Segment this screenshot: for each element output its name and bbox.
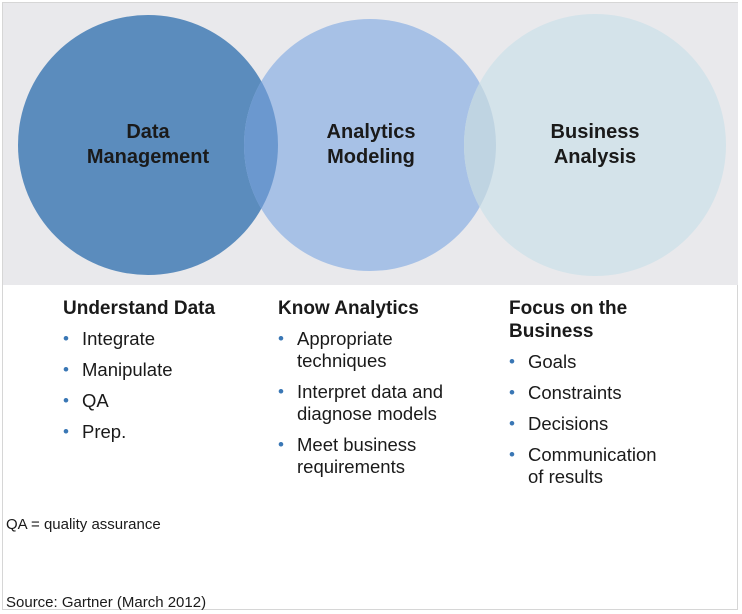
label-line: Analytics — [326, 121, 416, 143]
label-analytics-modeling: Analytics Modeling — [281, 120, 461, 170]
bullet-icon: • — [509, 352, 515, 371]
list-item: • Integrate — [63, 328, 263, 350]
column-understand-data: Understand Data • Integrate • Manipulate •… — [63, 297, 263, 452]
bullet-list: • Goals • Constraints • Decisions • Communic… — [509, 351, 719, 488]
bullet-list: • Integrate • Manipulate • QA • Prep. — [63, 328, 263, 443]
item-text: Interpret data and — [297, 381, 444, 402]
label-business-analysis: Business Analysis — [505, 120, 685, 170]
footnote: QA = quality assurance — [6, 516, 161, 533]
heading-line: Focus on the — [509, 298, 628, 319]
label-line: Modeling — [327, 146, 415, 168]
list-item: • Goals — [509, 351, 719, 373]
item-text: Integrate — [82, 328, 156, 349]
item-text: Meet business — [297, 434, 417, 455]
label-data-management: Data Management — [58, 120, 238, 170]
column-heading: Know Analytics — [278, 297, 493, 320]
column-heading: Focus on the Business — [509, 297, 719, 343]
item-text: Communication — [528, 444, 657, 465]
item-text: requirements — [297, 456, 405, 477]
circle-analytics-modeling — [244, 19, 496, 271]
label-line: Data — [126, 121, 170, 143]
item-text: Manipulate — [82, 359, 173, 380]
bullet-icon: • — [278, 382, 284, 401]
item-text: QA — [82, 390, 109, 411]
column-focus-business: Focus on the Business • Goals • Constraint… — [509, 297, 719, 497]
list-item: • Prep. — [63, 421, 263, 443]
item-text: of results — [528, 466, 604, 487]
column-heading: Understand Data — [63, 297, 263, 320]
heading-line: Know Analytics — [278, 298, 419, 319]
source-note: Source: Gartner (March 2012) — [6, 594, 207, 611]
list-item: • Decisions — [509, 413, 719, 435]
heading-line: Understand Data — [63, 298, 216, 319]
circle-business-analysis — [464, 14, 726, 276]
list-item: • Manipulate — [63, 359, 263, 381]
bullet-icon: • — [509, 414, 515, 433]
item-text: Decisions — [528, 413, 609, 434]
bullet-icon: • — [63, 391, 69, 410]
label-line: Business — [550, 121, 640, 143]
label-line: Analysis — [553, 146, 637, 168]
item-text: Constraints — [528, 382, 622, 403]
item-text: diagnose models — [297, 403, 437, 424]
item-text: Appropriate — [297, 328, 393, 349]
circle-data-management — [18, 15, 278, 275]
heading-line: Business — [509, 321, 594, 342]
item-text: techniques — [297, 350, 387, 371]
list-item: • Constraints — [509, 382, 719, 404]
item-text: Goals — [528, 351, 577, 372]
bullet-icon: • — [63, 329, 69, 348]
bullet-icon: • — [63, 360, 69, 379]
bullet-icon: • — [509, 445, 515, 464]
bullet-icon: • — [63, 422, 69, 441]
bullet-icon: • — [278, 435, 284, 454]
item-text: Prep. — [82, 421, 127, 442]
bullet-icon: • — [509, 383, 515, 402]
label-line: Management — [86, 146, 210, 168]
bullet-icon: • — [278, 329, 284, 348]
list-item: • QA — [63, 390, 263, 412]
